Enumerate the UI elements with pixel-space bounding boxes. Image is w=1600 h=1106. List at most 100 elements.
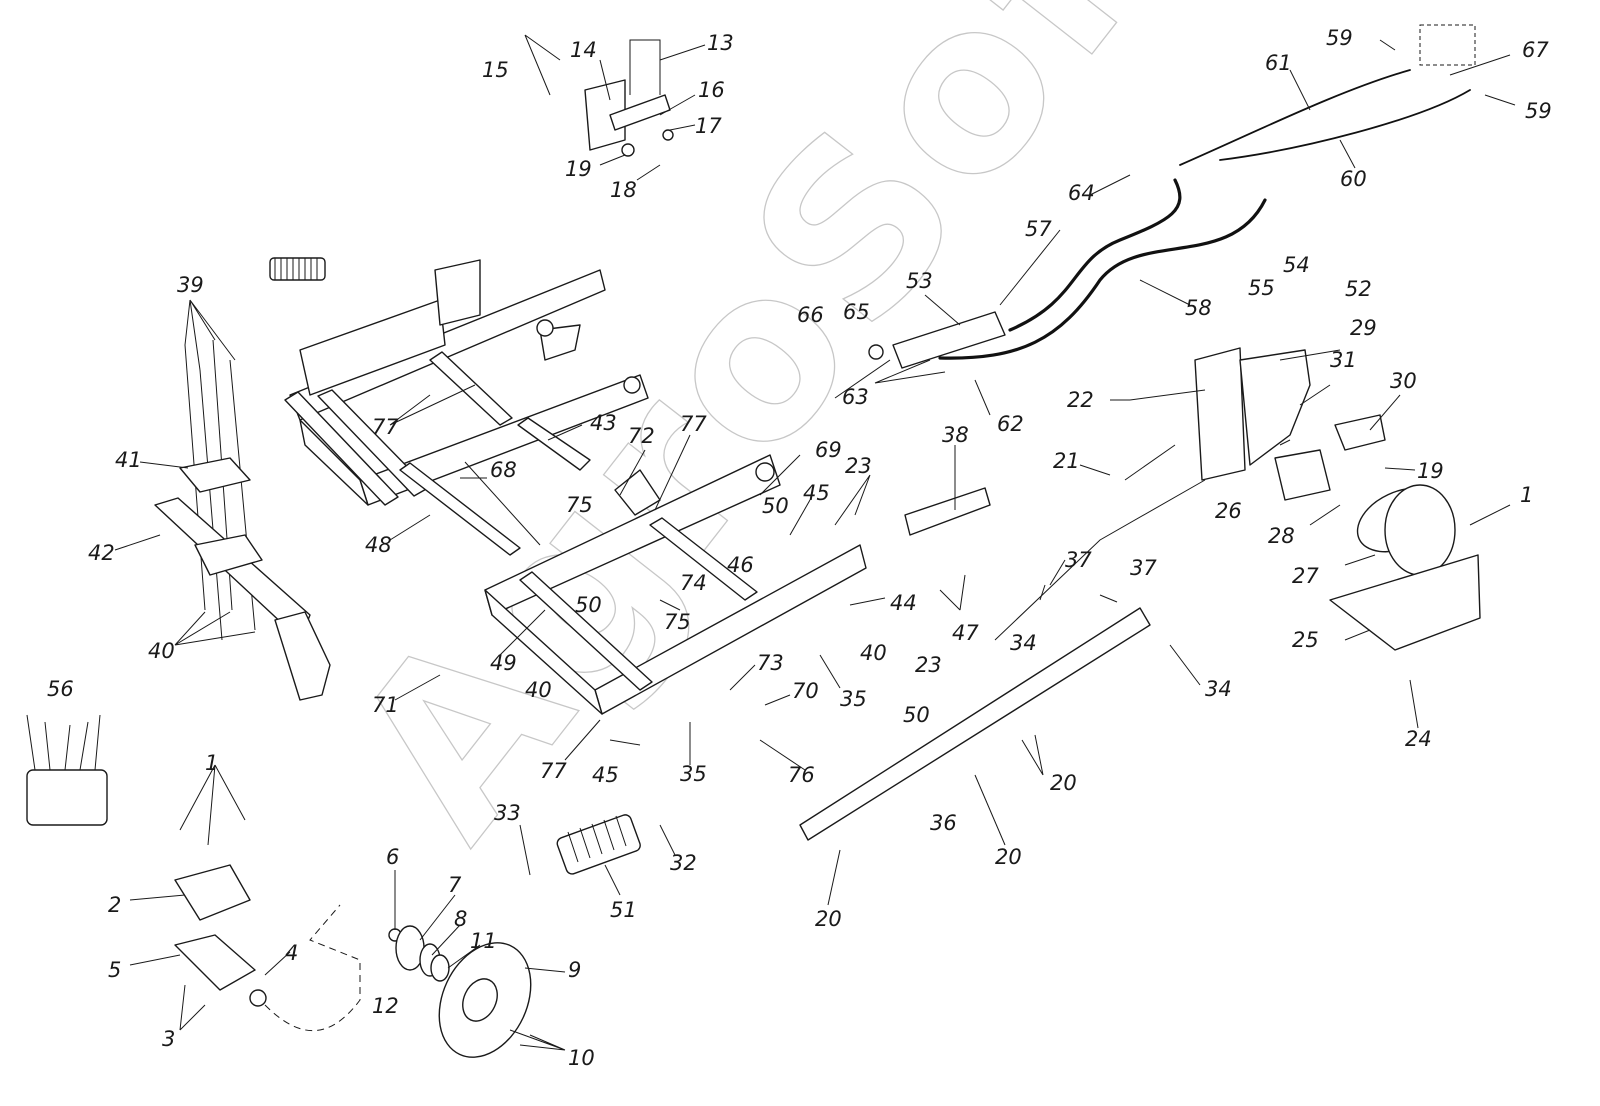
callout-20: 20 (815, 907, 842, 931)
callout-20: 20 (1050, 771, 1077, 795)
callout-8: 8 (454, 907, 467, 931)
spring-51 (556, 814, 641, 875)
callout-51: 51 (610, 898, 637, 922)
callout-4: 4 (285, 941, 298, 965)
callout-32: 32 (670, 851, 697, 875)
callout-67: 67 (1522, 38, 1549, 62)
callout-56: 56 (47, 677, 74, 701)
callout-19: 19 (565, 157, 592, 181)
callout-68: 68 (490, 458, 517, 482)
callout-74: 74 (680, 571, 707, 595)
bracket-38 (904, 487, 991, 536)
callout-1: 1 (205, 751, 218, 775)
callout-34: 34 (1010, 631, 1037, 655)
callout-17: 17 (695, 114, 722, 138)
callout-50: 50 (903, 703, 930, 727)
callout-73: 73 (757, 651, 784, 675)
callout-13: 13 (707, 31, 734, 55)
disc-assembly (174, 864, 532, 1058)
callout-20: 20 (995, 845, 1022, 869)
callout-53: 53 (906, 269, 933, 293)
callout-71: 71 (372, 693, 399, 717)
boxed-part-56 (26, 714, 108, 826)
callout-25: 25 (1292, 628, 1319, 652)
callout-47: 47 (952, 621, 979, 645)
press-wheel-assembly (1124, 347, 1481, 651)
callout-65: 65 (843, 300, 870, 324)
callout-44: 44 (890, 591, 917, 615)
callout-19: 19 (1417, 459, 1444, 483)
callout-52: 52 (1345, 277, 1372, 301)
callout-16: 16 (698, 78, 725, 102)
callout-50: 50 (575, 593, 602, 617)
bar-36 (799, 607, 1151, 841)
callout-35: 35 (840, 687, 867, 711)
callout-75: 75 (566, 493, 593, 517)
callout-54: 54 (1283, 253, 1310, 277)
callout-58: 58 (1185, 296, 1212, 320)
callout-70: 70 (792, 679, 819, 703)
callout-61: 61 (1265, 51, 1292, 75)
callout-43: 43 (590, 411, 617, 435)
callout-45: 45 (803, 481, 830, 505)
callout-40: 40 (525, 678, 552, 702)
callout-49: 49 (490, 651, 517, 675)
leader-lines (114, 34, 1516, 1051)
watermark-text: AgroSoft (303, 0, 1259, 884)
callout-3: 3 (162, 1027, 175, 1051)
callout-1: 1 (1520, 483, 1533, 507)
callout-38: 38 (942, 423, 969, 447)
callout-2: 2 (108, 893, 121, 917)
callout-23: 23 (845, 454, 872, 478)
hydraulic-system (868, 24, 1476, 369)
callout-77: 77 (680, 412, 707, 436)
callout-31: 31 (1330, 348, 1357, 372)
callout-50: 50 (762, 494, 789, 518)
callout-29: 29 (1350, 316, 1377, 340)
callout-40: 40 (148, 639, 175, 663)
callout-30: 30 (1390, 369, 1417, 393)
callout-40: 40 (860, 641, 887, 665)
callout-11: 11 (470, 929, 497, 953)
callout-35: 35 (680, 762, 707, 786)
watermark: AgroSoft (302, 0, 1260, 885)
callout-62: 62 (997, 412, 1024, 436)
callout-36: 36 (930, 811, 957, 835)
callout-5: 5 (108, 958, 121, 982)
callout-23: 23 (915, 653, 942, 677)
callout-55: 55 (1248, 276, 1275, 300)
callout-22: 22 (1067, 388, 1094, 412)
callout-12: 12 (372, 994, 399, 1018)
callout-33: 33 (494, 801, 521, 825)
callouts: 1 1 2 3 4 5 6 7 8 9 10 11 12 13 14 15 16… (47, 26, 1552, 1070)
callout-14: 14 (570, 38, 597, 62)
main-frame (284, 259, 867, 715)
callout-63: 63 (842, 385, 869, 409)
callout-77: 77 (540, 759, 567, 783)
callout-9: 9 (568, 958, 581, 982)
callout-34: 34 (1205, 677, 1232, 701)
callout-37: 37 (1130, 556, 1157, 580)
callout-10: 10 (568, 1046, 595, 1070)
callout-59: 59 (1326, 26, 1353, 50)
callout-7: 7 (448, 873, 462, 897)
callout-77: 77 (372, 415, 399, 439)
callout-60: 60 (1340, 167, 1367, 191)
spring-top (269, 257, 326, 281)
callout-21: 21 (1053, 449, 1080, 473)
callout-75: 75 (664, 610, 691, 634)
callout-15: 15 (482, 58, 509, 82)
callout-69: 69 (815, 438, 842, 462)
callout-28: 28 (1268, 524, 1295, 548)
callout-76: 76 (788, 763, 815, 787)
callout-6: 6 (386, 845, 399, 869)
callout-64: 64 (1068, 181, 1095, 205)
callout-59: 59 (1525, 99, 1552, 123)
standard-assembly (154, 339, 331, 701)
callout-48: 48 (365, 533, 392, 557)
callout-45: 45 (592, 763, 619, 787)
callout-37: 37 (1065, 548, 1092, 572)
callout-66: 66 (797, 303, 824, 327)
callout-24: 24 (1405, 727, 1432, 751)
